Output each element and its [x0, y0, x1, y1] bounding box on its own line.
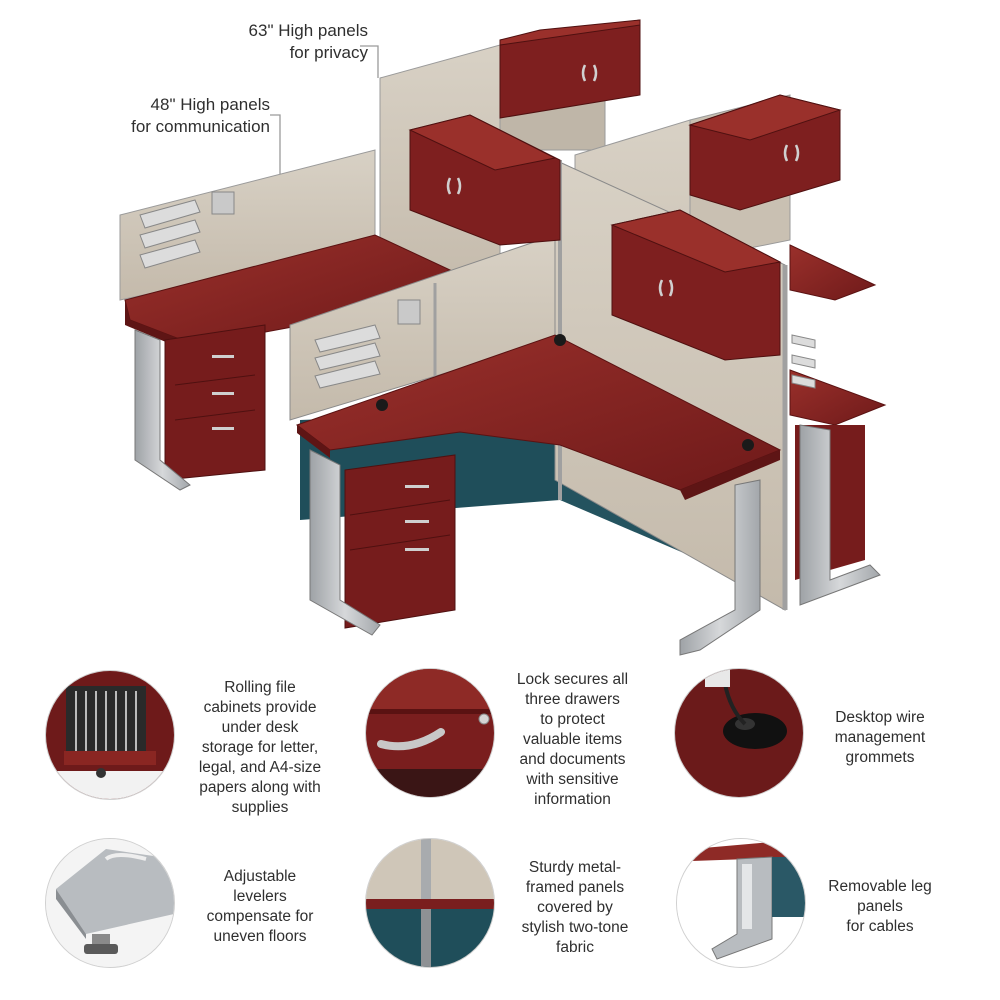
privacy-callout-line-1: 63" High panels	[248, 21, 368, 40]
feature-text-line: management	[834, 729, 926, 746]
feature-text-line: levelers	[233, 888, 287, 905]
feature-text-line: fabric	[556, 939, 594, 956]
feature-wire-grommet: Desktop wire management grommets	[810, 708, 950, 768]
feature-text-line: uneven floors	[213, 928, 307, 945]
feature-text-line: Removable leg	[828, 878, 932, 895]
communication-callout-line-1: 48" High panels	[150, 95, 270, 114]
feature-text-line: and documents	[519, 751, 626, 768]
feature-text-line: legal, and A4-size	[198, 759, 322, 776]
feature-text-line: storage for letter,	[201, 739, 319, 756]
communication-callout: 48" High panels for communication	[80, 94, 270, 138]
feature-text-line: valuable items	[522, 731, 623, 748]
wire-grommet-closeup-icon	[674, 668, 804, 798]
feature-text-line: for cables	[846, 918, 914, 935]
privacy-leader-line	[360, 45, 379, 78]
feature-leveler: Adjustable levelers compensate for uneve…	[190, 867, 330, 947]
feature-text-line: panels	[857, 898, 903, 915]
feature-text-line: information	[534, 791, 611, 808]
feature-text-line: Desktop wire	[835, 709, 925, 726]
feature-file-cabinet: Rolling file cabinets provide under desk…	[180, 678, 340, 818]
leg-panel-closeup-icon	[676, 838, 806, 968]
privacy-callout: 63" High panels for privacy	[190, 20, 368, 64]
communication-leader-line	[270, 114, 281, 180]
feature-text-line: Lock secures all	[516, 671, 629, 688]
hutch-cabinet	[408, 19, 842, 361]
workstation-illustration	[119, 19, 887, 656]
feature-text-line: stylish two-tone	[521, 919, 629, 936]
feature-panel-fabric: Sturdy metal- framed panels covered by s…	[505, 858, 645, 958]
panel-fabric-closeup-icon	[365, 838, 495, 968]
feature-text-line: Adjustable	[223, 868, 297, 885]
file-cabinet-closeup-icon	[45, 670, 175, 800]
feature-leg-panel: Removable leg panels for cables	[810, 877, 950, 937]
feature-text-line: under desk	[221, 719, 299, 736]
feature-text-line: three drawers	[525, 691, 620, 708]
drawer-lock-closeup-icon	[365, 668, 495, 798]
feature-text-line: compensate for	[206, 908, 314, 925]
feature-text-line: supplies	[231, 799, 289, 816]
feature-text-line: Rolling file	[224, 679, 296, 696]
paper-tray-left	[139, 199, 201, 269]
feature-text-line: framed panels	[525, 879, 625, 896]
leveler-closeup-icon	[45, 838, 175, 968]
feature-text-line: papers along with	[199, 779, 321, 796]
feature-text-line: with sensitive	[526, 771, 619, 788]
feature-text-line: cabinets provide	[203, 699, 317, 716]
feature-text-line: to protect	[540, 711, 605, 728]
feature-text-line: Sturdy metal-	[528, 859, 622, 876]
feature-text-line: covered by	[537, 899, 613, 916]
privacy-callout-line-2: for privacy	[289, 43, 368, 62]
feature-text-line: grommets	[845, 749, 915, 766]
feature-drawer-lock: Lock secures all three drawers to protec…	[500, 670, 645, 810]
communication-callout-line-2: for communication	[131, 117, 270, 136]
